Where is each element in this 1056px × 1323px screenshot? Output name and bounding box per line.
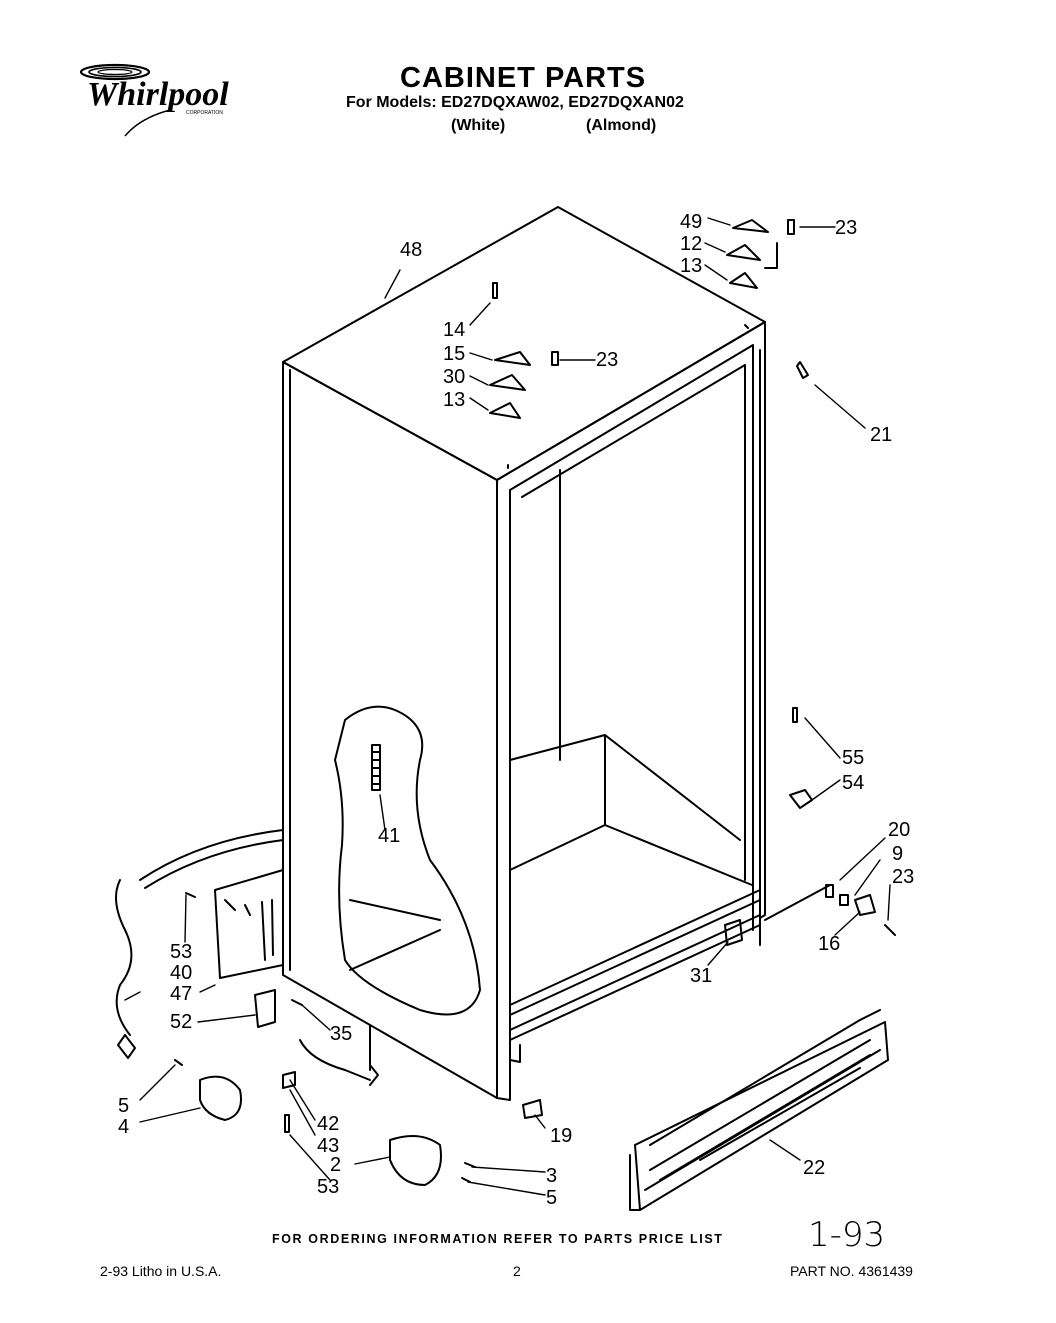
callout: 52 [170, 1011, 192, 1033]
callout: 14 [443, 319, 465, 341]
cabinet-cutaway [334, 705, 481, 1016]
cabinet-body [282, 206, 766, 1101]
callout: 13 [680, 255, 702, 277]
callout: 9 [892, 843, 903, 865]
handwritten-date: 1-93 [808, 1215, 886, 1255]
brand-name: Whirlpool [87, 76, 229, 113]
callout: 23 [835, 217, 857, 239]
color-white-label: (White) [451, 117, 506, 134]
brand-sub: CORPORATION [186, 110, 223, 116]
callout: 30 [443, 366, 465, 388]
grille [629, 1009, 889, 1211]
callout: 40 [170, 962, 192, 984]
callout: 5 [546, 1187, 557, 1209]
whirlpool-logo: Whirlpool CORPORATION [79, 63, 229, 137]
callout: 31 [690, 965, 712, 987]
callout: 13 [443, 389, 465, 411]
callout: 5 [118, 1095, 129, 1117]
callout: 47 [170, 983, 192, 1005]
page-number: 2 [513, 1263, 521, 1279]
color-almond-label: (Almond) [586, 117, 657, 134]
callout: 21 [870, 424, 892, 446]
callout: 19 [550, 1125, 572, 1147]
callout: 41 [378, 825, 400, 847]
ordering-note: FOR ORDERING INFORMATION REFER TO PARTS … [272, 1232, 724, 1246]
callout: 23 [892, 866, 914, 888]
top-hinge-stack-center [489, 282, 559, 469]
leader-lines [124, 217, 891, 1196]
callout: 4 [118, 1116, 129, 1138]
callout: 3 [546, 1165, 557, 1187]
callout: 54 [842, 772, 864, 794]
callout: 53 [317, 1176, 339, 1198]
callout: 2 [330, 1154, 341, 1176]
callout: 12 [680, 233, 702, 255]
page-title: CABINET PARTS [400, 62, 647, 94]
callout: 48 [400, 239, 422, 261]
left-side-parts [115, 829, 543, 1186]
callout: 42 [317, 1113, 339, 1135]
litho-note: 2-93 Litho in U.S.A. [100, 1263, 222, 1279]
callout: 16 [818, 933, 840, 955]
right-side-parts [724, 361, 896, 946]
callout: 43 [317, 1135, 339, 1157]
models-line: For Models: ED27DQXAW02, ED27DQXAN02 [346, 94, 684, 111]
callout: 55 [842, 747, 864, 769]
callout: 15 [443, 343, 465, 365]
callout: 22 [803, 1157, 825, 1179]
part-number: PART NO. 4361439 [790, 1263, 913, 1279]
callout: 49 [680, 211, 702, 233]
callout: 23 [596, 349, 618, 371]
callout: 53 [170, 941, 192, 963]
callout: 20 [888, 819, 910, 841]
top-hinge-stack-right [726, 219, 795, 329]
callout: 35 [330, 1023, 352, 1045]
callout-labels: 48 49 12 13 23 14 15 23 30 13 21 55 54 2… [118, 211, 914, 1209]
